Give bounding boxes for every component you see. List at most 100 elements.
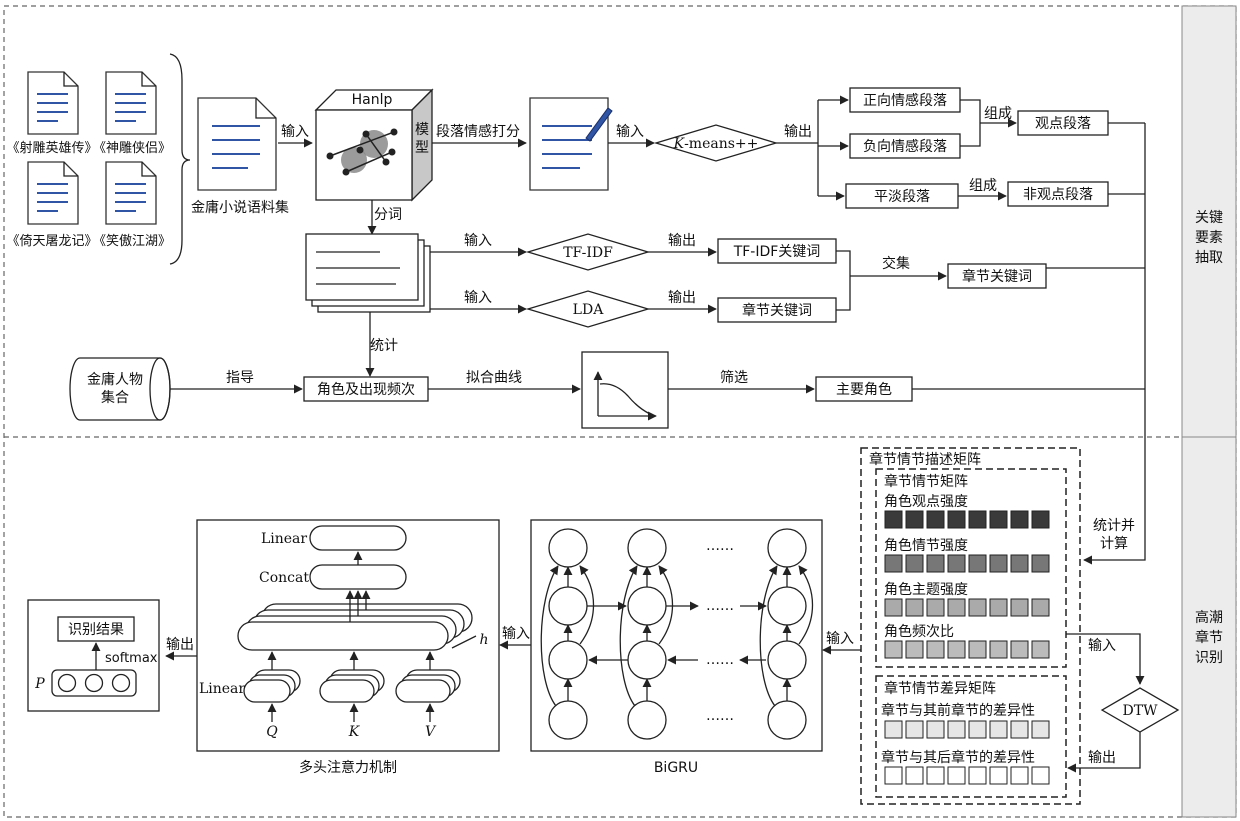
- gru-cell: [768, 641, 806, 679]
- matrix-cell: [1011, 767, 1028, 784]
- matrix-cell: [1011, 511, 1028, 528]
- gru-cell: [628, 529, 666, 567]
- matrix-row-cells: [885, 555, 1049, 572]
- matrix-cell: [1011, 721, 1028, 738]
- svg-text:K: K: [348, 724, 361, 740]
- matrix-cell: [990, 511, 1007, 528]
- svg-text:Linear: Linear: [261, 531, 307, 547]
- hanlp-title: Hanlp: [352, 92, 393, 108]
- matrix-cell: [948, 721, 965, 738]
- matrix-cell: [948, 511, 965, 528]
- gru-cell: [628, 701, 666, 739]
- matrix-row-label: 角色情节强度: [884, 537, 968, 554]
- negative-paragraph-box: 负向情感段落: [850, 134, 960, 158]
- svg-text:章节关键词: 章节关键词: [742, 302, 812, 319]
- gru-cell: [549, 701, 587, 739]
- matrix-row-cells: [885, 721, 1049, 738]
- kmeans-node: K-means++: [656, 125, 776, 161]
- svg-text:h: h: [479, 632, 488, 648]
- bigru-ellipsis: ……: [706, 708, 734, 724]
- matrix-cell: [885, 555, 902, 572]
- multihead-attention-box: 多头注意力机制 Linear Concat h Q: [197, 520, 499, 776]
- svg-text:角色及出现频次: 角色及出现频次: [317, 381, 415, 398]
- svg-text:章节情节描述矩阵: 章节情节描述矩阵: [869, 451, 981, 468]
- svg-text:TF-IDF关键词: TF-IDF关键词: [733, 244, 821, 260]
- matrix-cell: [1032, 641, 1049, 658]
- bigru-ellipsis: ……: [706, 652, 734, 668]
- svg-text:主要角色: 主要角色: [836, 381, 892, 398]
- bigru-box: ………… BiGRU …… ……: [531, 520, 822, 776]
- matrix-cell: [990, 641, 1007, 658]
- matrix-row-label: 角色频次比: [884, 623, 954, 640]
- svg-text:K-means++: K-means++: [673, 136, 759, 152]
- edge-label: 输出: [784, 124, 812, 140]
- section-sidebar: 关键要素抽取 高潮章节识别: [1182, 6, 1236, 817]
- novel-doc-icon: [28, 162, 78, 224]
- novel-title: 《倚天屠龙记》: [6, 234, 97, 249]
- opinion-paragraph-box: 观点段落: [1018, 111, 1108, 135]
- matrix-cell: [1011, 599, 1028, 616]
- novel-title: 《笑傲江湖》: [93, 233, 171, 249]
- matrix-cell: [990, 599, 1007, 616]
- matrix-cell: [969, 511, 986, 528]
- matrix-cell: [969, 641, 986, 658]
- matrix-cell: [927, 599, 944, 616]
- svg-text:P: P: [34, 676, 45, 692]
- edge-label: 输出: [1088, 750, 1116, 766]
- edge-label: 输入: [1088, 638, 1116, 654]
- dtw-node: DTW: [1102, 688, 1178, 732]
- brace: [170, 54, 190, 264]
- neutral-paragraph-box: 平淡段落: [846, 184, 958, 208]
- matrix-cell: [969, 767, 986, 784]
- character-set-cylinder: 金庸人物集合: [70, 358, 170, 420]
- matrix-cell: [948, 555, 965, 572]
- corpus-label: 金庸小说语料集: [191, 199, 289, 216]
- svg-text:观点段落: 观点段落: [1035, 116, 1091, 132]
- matrix-cell: [927, 767, 944, 784]
- edge-label: 输入: [502, 626, 530, 642]
- edge-label: 输入: [281, 124, 309, 140]
- tfidf-node: TF-IDF: [528, 234, 648, 270]
- linear-top-box: [310, 526, 406, 550]
- svg-text:正向情感段落: 正向情感段落: [863, 92, 947, 109]
- matrix-cell: [948, 641, 965, 658]
- result-box: 识别结果 softmax P: [28, 600, 159, 711]
- matrix-cell: [990, 767, 1007, 784]
- svg-text:章节情节差异矩阵: 章节情节差异矩阵: [884, 680, 996, 697]
- edge-label: 输出: [668, 290, 696, 306]
- gru-cell: [549, 529, 587, 567]
- edge-label: 组成: [984, 106, 1012, 122]
- gru-cell: [628, 641, 666, 679]
- matrix-cell: [990, 721, 1007, 738]
- svg-text:Q: Q: [266, 724, 278, 740]
- edge-label: 统计: [370, 338, 398, 354]
- matrix-cell: [990, 555, 1007, 572]
- matrix-cell: [885, 599, 902, 616]
- gru-cell: [768, 587, 806, 625]
- positive-paragraph-box: 正向情感段落: [850, 88, 960, 112]
- edge-label: 输入: [616, 124, 644, 140]
- kmeans-label: -means++: [684, 136, 758, 152]
- svg-text:识别结果: 识别结果: [68, 622, 124, 638]
- matrix-cell: [1011, 555, 1028, 572]
- matrix-cell: [885, 641, 902, 658]
- matrix-cell: [969, 721, 986, 738]
- non-opinion-paragraph-box: 非观点段落: [1008, 182, 1108, 206]
- novel-doc-icon: [106, 72, 156, 134]
- segmented-docs: [306, 234, 430, 312]
- novel-doc-icon: [28, 72, 78, 134]
- edge-label: 段落情感打分: [436, 123, 520, 140]
- fitted-curve-box: [582, 352, 668, 428]
- matrix-cell: [906, 511, 923, 528]
- lda-node: LDA: [528, 291, 648, 327]
- edge-label: 输入: [826, 631, 854, 647]
- chapter-keywords-box: 章节关键词: [948, 264, 1046, 288]
- matrix-row-cells: [885, 511, 1049, 528]
- edge-label: 分词: [374, 207, 402, 223]
- section-label-key-elements: 关键要素抽取: [1195, 210, 1223, 266]
- svg-text:平淡段落: 平淡段落: [874, 189, 930, 205]
- svg-text:负向情感段落: 负向情感段落: [863, 138, 947, 155]
- bigru-ellipsis: ……: [706, 598, 734, 614]
- matrix-row-cells: [885, 599, 1049, 616]
- matrix-row-cells: [885, 767, 1049, 784]
